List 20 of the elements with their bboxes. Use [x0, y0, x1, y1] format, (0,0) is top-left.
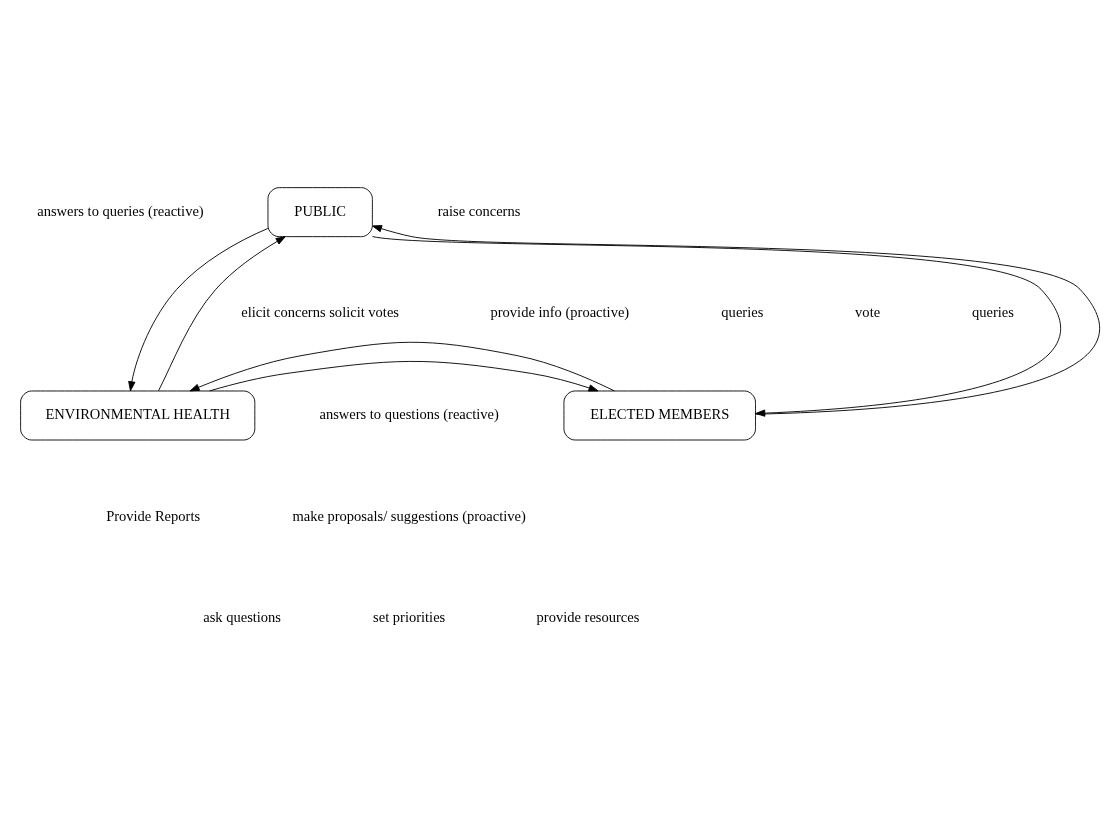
node-box: ENVIRONMENTAL HEALTH — [20, 390, 256, 440]
label: elicit concerns solicit votes — [241, 303, 399, 320]
label: answers to questions (reactive) — [319, 405, 499, 422]
label: Provide Reports — [106, 507, 201, 524]
arrow — [128, 227, 269, 391]
arrow — [209, 360, 599, 391]
label: raise concerns — [437, 202, 521, 219]
label: answers to queries (reactive) — [37, 202, 204, 219]
node-box: PUBLIC — [267, 186, 373, 237]
node-box: ELECTED MEMBERS — [563, 390, 756, 440]
label: provide info (proactive) — [490, 303, 630, 320]
label: set priorities — [373, 608, 446, 625]
label: ask questions — [203, 608, 282, 625]
label: provide resources — [536, 608, 640, 625]
label: make proposals/ suggestions (proactive) — [292, 507, 526, 524]
label: vote — [855, 303, 881, 320]
label: queries — [971, 303, 1014, 320]
arrow — [189, 341, 615, 391]
arrow — [158, 235, 286, 391]
label: queries — [721, 303, 764, 320]
